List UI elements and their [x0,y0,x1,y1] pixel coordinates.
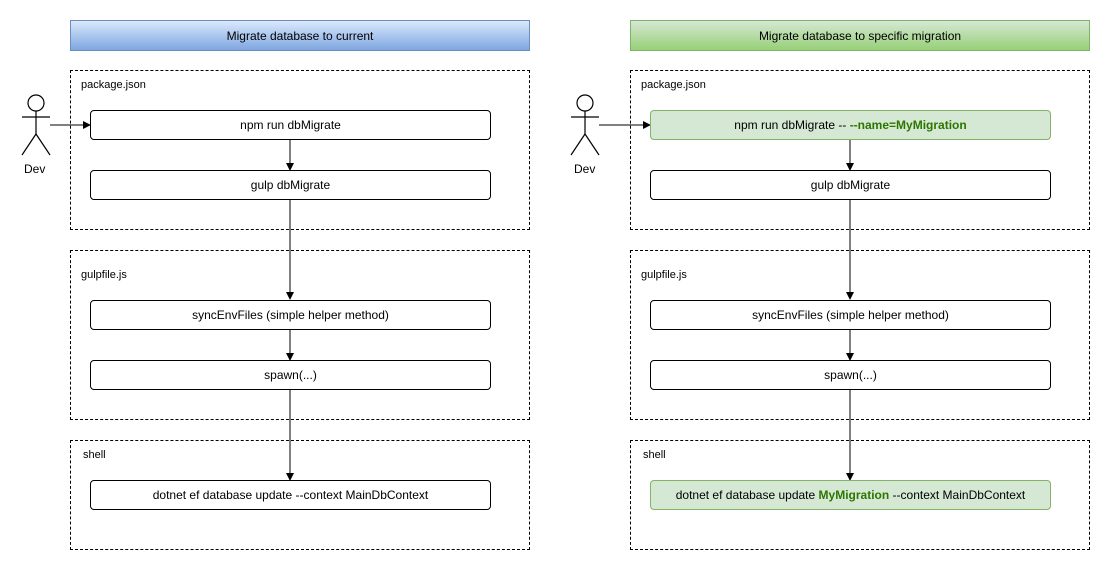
right-node-spawn: spawn(...) [650,360,1051,390]
right-node-gulp: gulp dbMigrate [650,170,1051,200]
right-group-shell-label: shell [643,449,666,461]
right-group-package-label: package.json [641,79,706,91]
right-node-sync: syncEnvFiles (simple helper method) [650,300,1051,330]
right-node-dotnet: dotnet ef database update MyMigration --… [650,480,1051,510]
right-group-shell: shell [630,440,1090,550]
right-node-sync-label: syncEnvFiles (simple helper method) [752,308,949,322]
left-group-gulpfile: gulpfile.js [70,250,530,420]
right-node-npm: npm run dbMigrate -- --name=MyMigration [650,110,1051,140]
right-header: Migrate database to specific migration [630,20,1090,51]
right-node-npm-arg: --name=MyMigration [849,118,967,132]
left-group-gulpfile-label: gulpfile.js [81,269,127,281]
left-node-dotnet-label: dotnet ef database update --context Main… [152,488,429,502]
right-group-package: package.json [630,70,1090,230]
right-node-npm-prefix: npm run dbMigrate -- [734,118,850,132]
right-node-gulp-label: gulp dbMigrate [810,178,891,192]
right-node-dotnet-arg: MyMigration [818,488,890,502]
left-actor-label: Dev [24,162,46,176]
left-node-sync-label: syncEnvFiles (simple helper method) [192,308,389,322]
left-node-spawn: spawn(...) [90,360,491,390]
actor-figure-right [570,94,600,156]
right-actor-label: Dev [574,162,596,176]
left-node-npm: npm run dbMigrate [90,110,491,140]
right-group-gulpfile: gulpfile.js [630,250,1090,420]
left-group-package: package.json [70,70,530,230]
left-header-label: Migrate database to current [226,28,374,43]
left-node-gulp: gulp dbMigrate [90,170,491,200]
right-header-label: Migrate database to specific migration [758,28,962,43]
left-group-shell-label: shell [83,449,106,461]
left-group-shell: shell [70,440,530,550]
left-node-spawn-label: spawn(...) [264,368,317,382]
right-node-dotnet-suffix: --context MainDbContext [889,488,1026,502]
left-node-npm-label: npm run dbMigrate [240,118,341,132]
actor-figure-left [21,94,51,156]
left-node-sync: syncEnvFiles (simple helper method) [90,300,491,330]
left-header: Migrate database to current [70,20,530,51]
left-node-dotnet: dotnet ef database update --context Main… [90,480,491,510]
right-node-dotnet-prefix: dotnet ef database update [675,488,819,502]
right-node-spawn-label: spawn(...) [824,368,877,382]
left-node-gulp-label: gulp dbMigrate [250,178,331,192]
left-group-package-label: package.json [81,79,146,91]
right-group-gulpfile-label: gulpfile.js [641,269,687,281]
